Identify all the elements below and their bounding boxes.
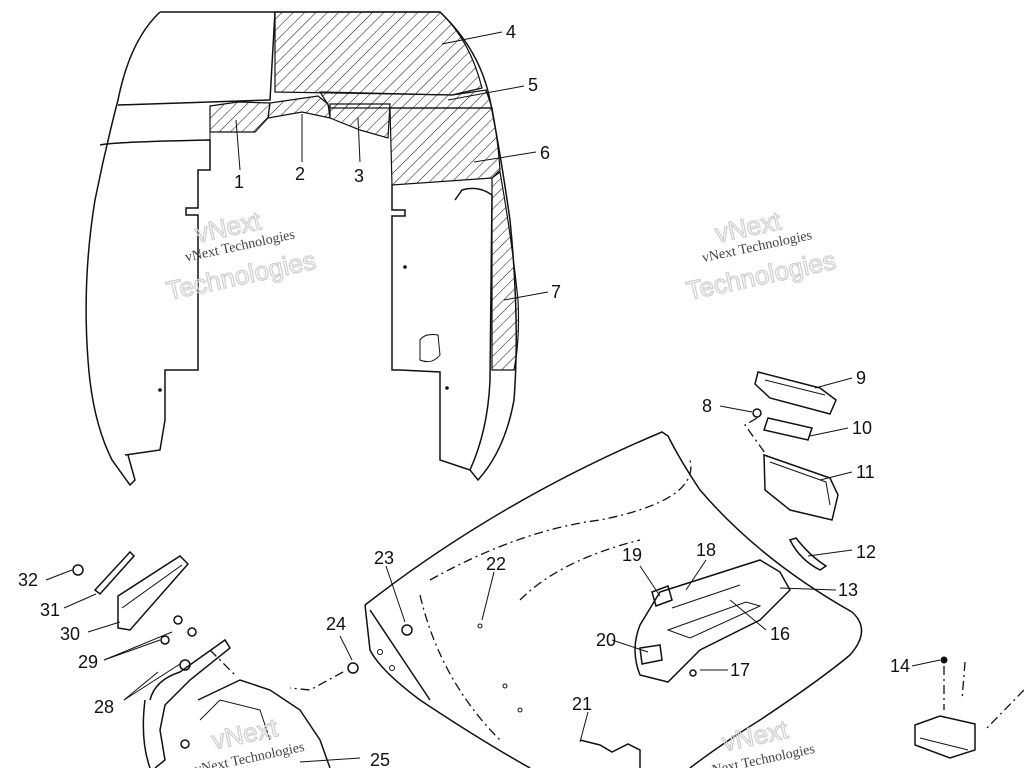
label-18: 18 bbox=[696, 540, 716, 560]
leader-lines bbox=[45, 31, 941, 763]
watermark-bottom-right: vNext vNext Technologies bbox=[704, 713, 817, 768]
label-4: 4 bbox=[506, 22, 516, 42]
fuse-box-parts bbox=[744, 371, 839, 571]
part-9-cover bbox=[754, 371, 837, 415]
label-14: 14 bbox=[890, 656, 910, 676]
label-5: 5 bbox=[528, 75, 538, 95]
part-12-strap bbox=[788, 537, 828, 571]
pad-4 bbox=[274, 11, 483, 96]
label-30: 30 bbox=[60, 624, 80, 644]
label-12: 12 bbox=[856, 542, 876, 562]
label-24: 24 bbox=[326, 614, 346, 634]
label-28: 28 bbox=[94, 697, 114, 717]
label-20: 20 bbox=[596, 630, 616, 650]
part-labels: 1 2 3 4 5 6 7 8 9 10 11 12 13 14 16 17 1… bbox=[18, 22, 910, 768]
label-1: 1 bbox=[234, 172, 244, 192]
label-29: 29 bbox=[78, 652, 98, 672]
label-7: 7 bbox=[551, 282, 561, 302]
part-10-pad bbox=[763, 417, 813, 441]
label-10: 10 bbox=[852, 418, 872, 438]
label-3: 3 bbox=[354, 166, 364, 186]
label-22: 22 bbox=[486, 554, 506, 574]
label-19: 19 bbox=[622, 545, 642, 565]
label-23: 23 bbox=[374, 548, 394, 568]
part-16-console bbox=[634, 559, 791, 683]
label-21: 21 bbox=[572, 694, 592, 714]
label-17: 17 bbox=[730, 660, 750, 680]
label-6: 6 bbox=[540, 143, 550, 163]
pad-1 bbox=[209, 101, 271, 133]
label-2: 2 bbox=[295, 164, 305, 184]
label-13: 13 bbox=[838, 580, 858, 600]
hood-panel bbox=[85, 11, 520, 487]
watermark-left: vNext vNext Technologies Technologies bbox=[163, 205, 319, 307]
label-16: 16 bbox=[770, 624, 790, 644]
part-14-bracket bbox=[914, 656, 1024, 759]
pad-6 bbox=[389, 107, 501, 186]
label-11: 11 bbox=[856, 462, 875, 482]
part-30-bracket bbox=[117, 555, 190, 631]
front-hood bbox=[289, 431, 863, 768]
label-32: 32 bbox=[18, 570, 38, 590]
label-31: 31 bbox=[40, 600, 60, 620]
watermark-right: vNext vNext Technologies Technologies bbox=[683, 205, 839, 307]
pad-7 bbox=[491, 170, 520, 371]
pad-3 bbox=[329, 103, 391, 139]
label-8: 8 bbox=[702, 396, 712, 416]
bracket-parts bbox=[72, 550, 331, 768]
pad-2 bbox=[267, 95, 331, 119]
label-25: 25 bbox=[370, 750, 390, 768]
watermark-bottom-left: vNext vNext Technologies bbox=[193, 712, 306, 768]
label-9: 9 bbox=[856, 368, 866, 388]
